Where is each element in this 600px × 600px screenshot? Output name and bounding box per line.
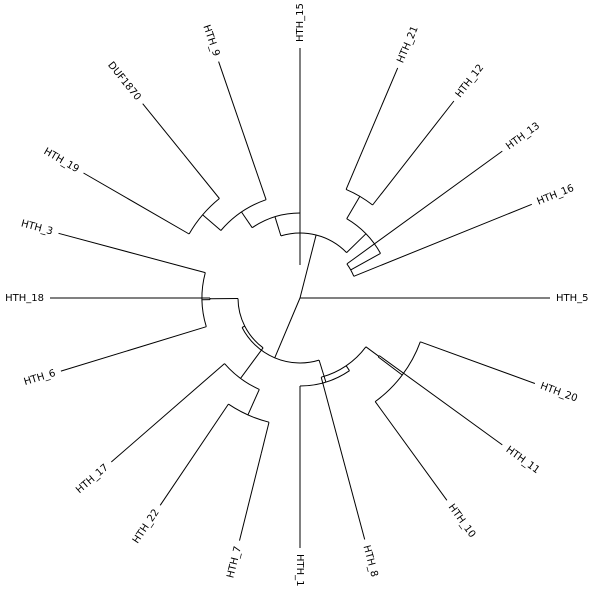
leaf-label: HTH_3 [20,218,54,237]
leaf-label: HTH_13 [504,121,542,153]
branch-56 [374,401,448,501]
branch-36 [60,326,207,372]
branch-3 [346,233,367,253]
branch-1 [299,234,317,299]
tree-leaf-labels: HTH_5 HTH_16 HTH_13 HTH_12 HTH_21 HTH_15HTH_9… [5,3,588,586]
arc-41 [228,403,270,423]
leaf-label: HTH_20 [539,381,579,405]
leaf-label: HTH_12 [454,63,487,100]
tree-branches [50,48,550,548]
branch-14 [274,216,282,237]
leaf-label: HTH_15 [295,3,306,42]
leaf-label: DUF1870 [105,60,143,103]
leaf-label: HTH_8 [361,544,380,578]
branch-35 [58,232,187,268]
arc-4 [346,218,381,254]
branch-8 [346,150,503,265]
branch-44 [159,403,229,506]
branch-57 [420,341,536,384]
branch-12 [345,159,360,190]
leaf-label: HTH_9 [200,24,221,58]
arc-6 [346,263,355,277]
branch-43 [239,453,262,541]
leaf-label: HTH_5 [556,293,589,304]
branch-25 [83,172,190,235]
branch-13 [358,67,399,161]
arc-29 [237,298,264,349]
branch-20 [218,61,267,200]
branch-50 [345,365,350,371]
arc-55 [374,341,421,403]
branch-40 [247,389,260,416]
arc-22 [188,198,220,235]
leaf-label: HTH_1 [294,554,305,587]
arc-10 [345,188,373,206]
branch-5 [350,252,381,271]
branch-38 [240,347,264,379]
branch-45 [110,363,225,463]
leaf-label: HTH_7 [225,545,244,579]
leaf-label: HTH_6 [23,368,57,388]
branch-7 [353,203,532,277]
branch-34 [185,267,206,274]
leaf-label: HTH_21 [395,25,420,65]
branch-59 [320,377,366,540]
leaf-label: HTH_18 [5,293,44,304]
leaf-label: HTH_17 [74,462,111,496]
leaf-label: HTH_11 [504,444,542,476]
branch-54 [377,356,403,376]
branch-42 [260,422,270,454]
branch-52 [365,346,380,357]
branch-18 [241,211,253,228]
leaf-label: HTH_19 [42,146,81,175]
branch-11 [372,100,455,206]
leaf-label: HTH_16 [536,183,576,208]
arc-51 [321,346,367,378]
leaf-label: HTH_10 [446,502,478,540]
arc-15 [251,212,301,229]
arc-39 [224,363,260,390]
arc-2 [280,232,347,253]
arc-47 [299,370,350,387]
branch-21 [202,214,222,231]
branch-26 [274,297,301,359]
branch-46 [318,359,327,383]
branch-23 [183,153,220,199]
branch-58 [379,355,503,446]
leaf-label: HTH_22 [131,507,162,545]
arc-27 [241,327,320,364]
arc-19 [220,199,267,231]
branch-24 [142,103,184,155]
arc-33 [201,272,207,327]
branch-9 [346,196,361,219]
